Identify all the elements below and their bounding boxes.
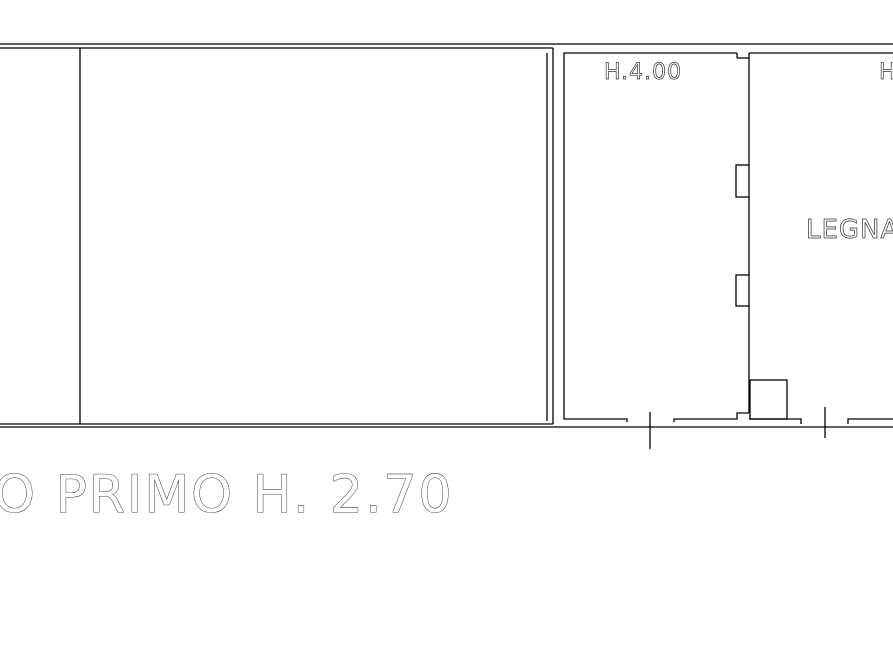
room-legna [749, 379, 893, 438]
room-name-label: LEGNA [806, 215, 893, 245]
room-height-label-right: H [879, 60, 893, 85]
floor-caption: O PRIMO H. 2.70 [0, 465, 454, 525]
column-pillar [749, 379, 788, 420]
outer-walls [0, 43, 893, 428]
room-h400-bottom-right [673, 412, 749, 422]
left-partitions [79, 48, 554, 424]
room-height-label-left: H.4.00 [604, 60, 682, 85]
room-h400 [563, 52, 749, 449]
room-legna-bottom-right [847, 418, 893, 424]
wall-niche-upper [735, 164, 750, 198]
wall-niche-lower [735, 274, 750, 307]
room-legna-bottom-left [749, 418, 802, 424]
room-h400-outline [563, 52, 737, 422]
shared-wall [735, 52, 893, 413]
